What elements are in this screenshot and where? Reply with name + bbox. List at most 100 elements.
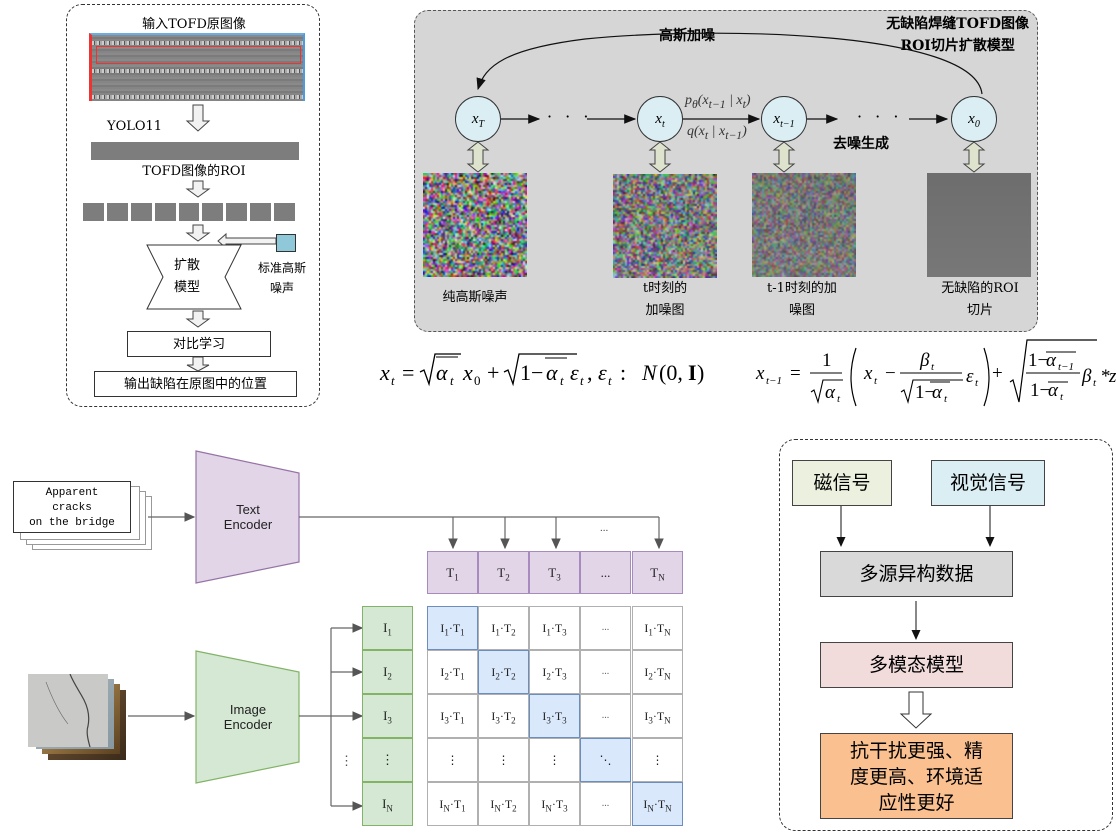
similarity-cell: IN·TN xyxy=(632,782,683,826)
roi-slice xyxy=(154,203,176,221)
svg-text:t: t xyxy=(1060,391,1064,403)
text-encoder-shape xyxy=(195,450,300,584)
svg-text:t: t xyxy=(450,373,454,388)
similarity-cell: I1·T2 xyxy=(478,606,529,650)
similarity-cell: IN·T2 xyxy=(478,782,529,826)
similarity-cell: ... xyxy=(580,650,631,694)
svg-text:*: * xyxy=(1101,366,1111,387)
node-xt-minus-1: xt−1 xyxy=(761,96,807,142)
svg-text:α: α xyxy=(1048,380,1059,401)
svg-text:x: x xyxy=(379,360,390,385)
contrastive-learning-box: 对比学习 xyxy=(127,331,271,357)
diffusion-model-shape xyxy=(146,244,242,310)
svg-text:x: x xyxy=(462,360,473,385)
bidirectional-arrow-icon xyxy=(962,141,986,173)
svg-text:+: + xyxy=(992,363,1003,384)
text-token: T2 xyxy=(478,551,529,594)
clip-diagram xyxy=(128,450,664,811)
image-token: I3 xyxy=(362,694,413,738)
ellipsis: · · · xyxy=(547,107,593,126)
down-arrow-icon xyxy=(899,691,933,729)
svg-text:β: β xyxy=(919,350,930,371)
svg-text:α: α xyxy=(825,382,836,403)
image-encoder-shape xyxy=(195,650,300,784)
svg-text:t−1: t−1 xyxy=(1058,361,1074,373)
magnetic-signal-box: 磁信号 xyxy=(792,460,892,506)
gaussian-noise-box xyxy=(276,234,296,252)
svg-text:1−: 1− xyxy=(915,382,935,403)
image-band xyxy=(92,41,303,45)
svg-text:0: 0 xyxy=(474,373,481,388)
noisy-image-t xyxy=(613,174,717,278)
svg-text:α: α xyxy=(1046,350,1057,371)
svg-text:t−1: t−1 xyxy=(766,375,782,387)
similarity-cell: I3·T2 xyxy=(478,694,529,738)
svg-text:t: t xyxy=(1093,377,1097,389)
roi-slice xyxy=(250,203,272,221)
text-prompt-card: Apparent cracks on the bridge xyxy=(13,481,131,533)
svg-text:1−: 1− xyxy=(1028,350,1048,371)
pipeline-arrows xyxy=(146,104,277,372)
image-token: I1 xyxy=(362,606,413,650)
multimodal-model-box: 多模态模型 xyxy=(820,642,1013,688)
output-location-box: 输出缺陷在原图中的位置 xyxy=(94,371,297,397)
svg-text:t: t xyxy=(874,375,878,387)
caption-noisy-t-minus-1: t-1时刻的加 噪图 xyxy=(767,281,837,318)
svg-text:t: t xyxy=(944,393,948,405)
diffusion-model-label: 扩散 模型 xyxy=(173,258,200,295)
noisy-image-t-minus-1 xyxy=(752,173,856,277)
svg-text:ε: ε xyxy=(570,360,579,385)
image-token: IN xyxy=(362,782,413,826)
multimodal-panel: 磁信号 视觉信号 多源异构数据 多模态模型 抗干扰更强、精 度更高、环境适 应性… xyxy=(779,439,1113,831)
input-image-title: 输入TOFD原图像 xyxy=(142,17,246,32)
svg-text:I: I xyxy=(688,360,697,385)
svg-text:N: N xyxy=(641,360,658,385)
similarity-cell: ... xyxy=(580,694,631,738)
svg-text:α: α xyxy=(546,360,558,385)
similarity-cell: ... xyxy=(580,782,631,826)
svg-text:β: β xyxy=(1081,366,1092,387)
svg-text:): ) xyxy=(697,360,704,385)
similarity-cell: I1·TN xyxy=(632,606,683,650)
similarity-cell: I3·TN xyxy=(632,694,683,738)
down-arrow-icon xyxy=(185,310,211,328)
image-token: I2 xyxy=(362,650,413,694)
node-xT: xT xyxy=(455,96,501,142)
svg-text:1: 1 xyxy=(822,350,832,371)
similarity-cell: ⋮ xyxy=(478,738,529,782)
visual-signal-box: 视觉信号 xyxy=(931,460,1045,506)
svg-text:α: α xyxy=(436,360,448,385)
svg-text:−: − xyxy=(885,363,896,384)
similarity-cell: I3·T3 xyxy=(529,694,580,738)
similarity-cell: I2·T3 xyxy=(529,650,580,694)
similarity-cell: ⋮ xyxy=(632,738,683,782)
svg-text:=: = xyxy=(402,360,414,385)
down-arrow-icon xyxy=(185,104,211,132)
clean-roi-slice-image xyxy=(927,173,1031,277)
pure-noise-image xyxy=(423,173,527,277)
roi-bounding-box xyxy=(96,46,301,64)
roi-slices xyxy=(83,203,296,221)
svg-text:(0,: (0, xyxy=(659,360,683,385)
svg-text:=: = xyxy=(790,363,801,384)
similarity-cell: I1·T1 xyxy=(427,606,478,650)
similarity-cell: I2·TN xyxy=(632,650,683,694)
image-band xyxy=(92,95,303,99)
node-x0: x0 xyxy=(951,96,997,142)
roi-slice xyxy=(202,203,224,221)
svg-text:1−: 1− xyxy=(520,360,543,385)
svg-text:t: t xyxy=(608,373,612,388)
svg-text:t: t xyxy=(580,373,584,388)
svg-text:ε: ε xyxy=(598,360,607,385)
svg-text:z: z xyxy=(1108,366,1116,387)
svg-text:t: t xyxy=(975,377,979,389)
diffusion-panel-title: 无缺陷焊缝TOFD图像 ROI切片扩散模型 xyxy=(886,16,1029,54)
svg-text:α: α xyxy=(932,382,943,403)
roi-slice xyxy=(106,203,128,221)
down-arrow-icon xyxy=(185,224,211,242)
image-encoder-label: Image Encoder xyxy=(223,702,273,732)
roi-label: TOFD图像的ROI xyxy=(142,164,246,179)
